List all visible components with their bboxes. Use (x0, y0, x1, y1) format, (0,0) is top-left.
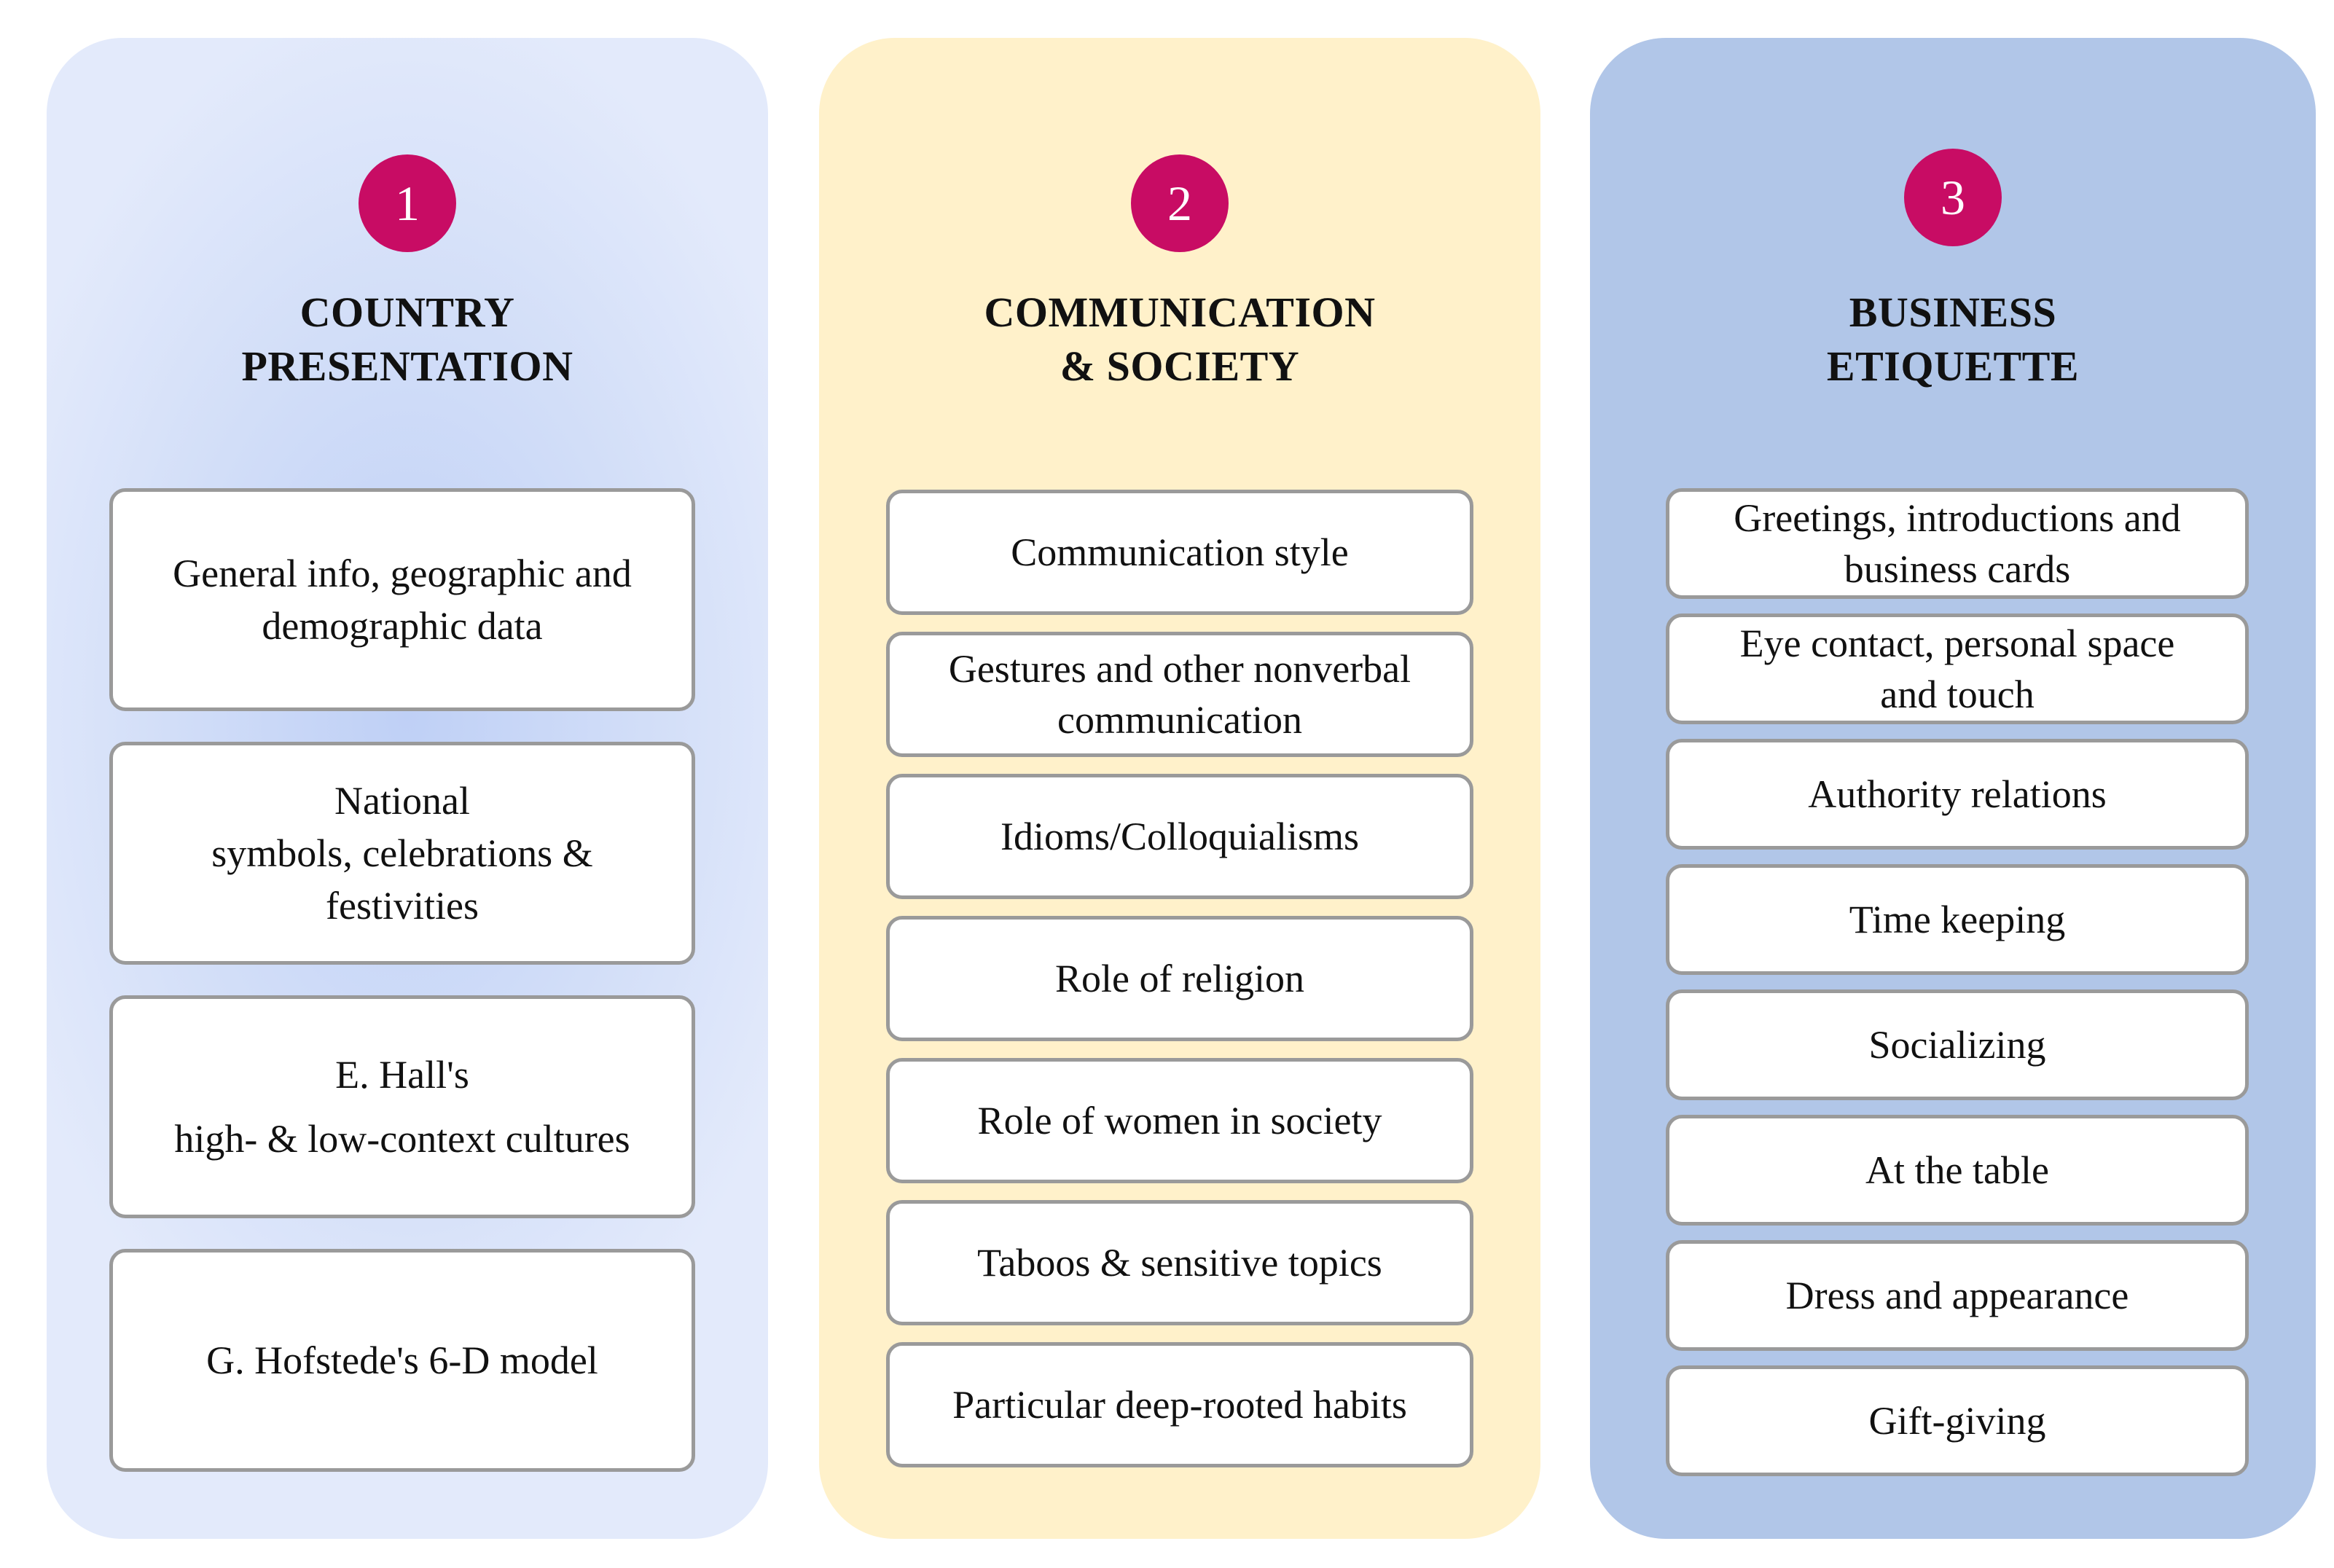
topic-box: Communication style (886, 490, 1473, 615)
topic-text: business cards (1844, 547, 2071, 591)
heading-line: PRESENTATION (241, 342, 573, 390)
topic-box: At the table (1666, 1115, 2249, 1226)
topic-text: Authority relations (1808, 772, 2107, 816)
heading-line: & SOCIETY (1060, 342, 1300, 390)
topic-box: G. Hofstede's 6-D model (109, 1249, 695, 1472)
topic-text: Time keeping (1849, 898, 2066, 941)
topic-box: E. Hall's high- & low-context cultures (109, 995, 695, 1218)
topic-text: Idioms/Colloquialisms (1000, 815, 1360, 858)
heading-line: COMMUNICATION (984, 289, 1376, 336)
topic-text: Socializing (1868, 1023, 2046, 1067)
topic-box: Role of women in society (886, 1058, 1473, 1183)
topic-box: Eye contact, personal space and touch (1666, 614, 2249, 724)
topic-text: Gestures and other nonverbal (948, 647, 1411, 691)
topic-box: Dress and appearance (1666, 1240, 2249, 1351)
topic-text: Communication style (1011, 530, 1349, 574)
column-heading-3: BUSINESS ETIQUETTE (1590, 286, 2316, 393)
topic-box: Greetings, introductions and business ca… (1666, 488, 2249, 599)
topic-text: Role of religion (1055, 957, 1304, 1000)
topic-text: Gift-giving (1868, 1399, 2046, 1443)
step-number-badge-1: 1 (359, 154, 456, 252)
topic-box: Role of religion (886, 916, 1473, 1041)
topic-text: communication (1057, 698, 1302, 742)
topic-text: Dress and appearance (1785, 1274, 2129, 1317)
column-heading-2: COMMUNICATION & SOCIETY (819, 286, 1540, 393)
topic-text: General info, geographic and (173, 552, 632, 595)
column-heading-1: COUNTRY PRESENTATION (47, 286, 768, 393)
heading-line: COUNTRY (299, 289, 515, 336)
topic-text: Particular deep-rooted habits (952, 1383, 1407, 1427)
topic-text: festivities (326, 884, 479, 928)
step-number-badge-2: 2 (1131, 154, 1229, 252)
topic-text: and touch (1880, 673, 2035, 716)
topic-text: National (334, 779, 470, 823)
topic-text: G. Hofstede's 6-D model (206, 1338, 598, 1382)
column-country-presentation: 1 COUNTRY PRESENTATION General info, geo… (47, 38, 768, 1539)
step-number-badge-3: 3 (1904, 149, 2002, 246)
topic-text: Taboos & sensitive topics (977, 1241, 1382, 1285)
topic-box: Idioms/Colloquialisms (886, 774, 1473, 899)
topic-box: Taboos & sensitive topics (886, 1200, 1473, 1325)
topic-box: Socializing (1666, 989, 2249, 1100)
column-communication-society: 2 COMMUNICATION & SOCIETY Communication … (819, 38, 1540, 1539)
topic-box: General info, geographic and demographic… (109, 488, 695, 711)
column-business-etiquette: 3 BUSINESS ETIQUETTE Greetings, introduc… (1590, 38, 2316, 1539)
heading-line: ETIQUETTE (1826, 342, 2080, 390)
topic-text: Greetings, introductions and (1734, 496, 2181, 540)
topic-box: National symbols, celebrations & festivi… (109, 742, 695, 965)
topic-text: demographic data (262, 604, 543, 648)
topic-text: Eye contact, personal space (1739, 622, 2175, 665)
topic-box: Particular deep-rooted habits (886, 1342, 1473, 1467)
heading-line: BUSINESS (1849, 289, 2057, 336)
topic-text: E. Hall's (335, 1053, 469, 1097)
topic-box: Time keeping (1666, 864, 2249, 975)
topic-text: symbols, celebrations & (211, 831, 593, 875)
topic-text: high- & low-context cultures (174, 1117, 630, 1161)
topic-box: Gestures and other nonverbal communicati… (886, 632, 1473, 757)
topic-text: Role of women in society (977, 1099, 1382, 1142)
topic-box: Gift-giving (1666, 1365, 2249, 1476)
topic-box: Authority relations (1666, 739, 2249, 850)
topic-text: At the table (1865, 1148, 2049, 1192)
